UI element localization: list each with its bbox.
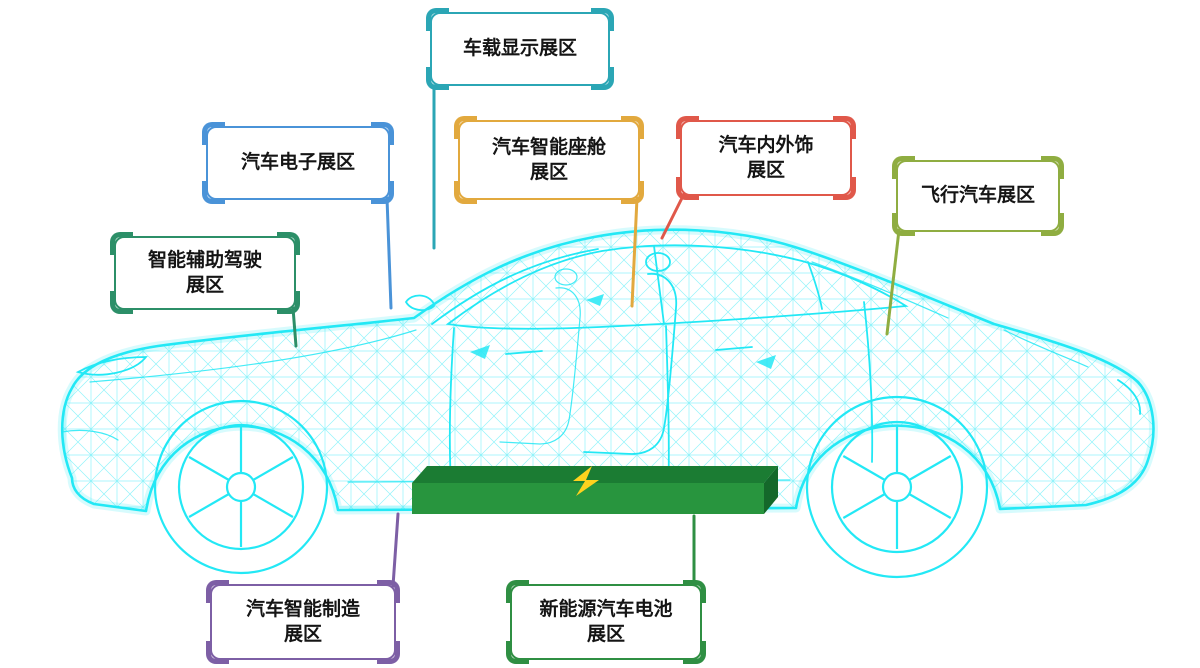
- zone-label-text: 新能源汽车电池: [539, 597, 673, 620]
- car-wireframe: [61, 230, 1153, 579]
- zone-label-nev-battery: 新能源汽车电池 展区: [506, 580, 706, 664]
- zone-label-text: 汽车智能制造: [245, 597, 360, 620]
- zone-label-interior-exterior-trim: 汽车内外饰 展区: [676, 116, 856, 200]
- front-bumper-line: [61, 429, 119, 441]
- side-glass: [445, 244, 909, 330]
- zone-label-text: 展区: [529, 161, 568, 183]
- taillight: [1117, 379, 1141, 415]
- connector-interior-exterior-trim: [660, 192, 686, 240]
- rear-wheel: [805, 395, 989, 579]
- zone-label-text: 展区: [185, 274, 224, 296]
- zone-label-text: 车载显示展区: [462, 37, 577, 60]
- battery-front-face: [412, 483, 764, 514]
- connector-smart-cockpit: [630, 196, 639, 308]
- battery-side-face: [764, 466, 778, 514]
- side-mirror: [404, 294, 435, 311]
- c-pillar-line: [807, 261, 823, 310]
- connector-intelligent-assisted-driving: [291, 306, 298, 348]
- connector-flying-car: [885, 228, 901, 336]
- zone-label-text: 展区: [586, 623, 625, 645]
- seat-headrest: [645, 252, 671, 272]
- headlight: [75, 356, 148, 376]
- zone-label-text: 汽车内外饰: [718, 133, 814, 156]
- zone-label-smart-manufacturing: 汽车智能制造 展区: [206, 580, 400, 664]
- zone-label-text: 智能辅助驾驶: [147, 248, 262, 271]
- door-handle: [505, 350, 543, 355]
- door-handle: [715, 346, 753, 351]
- car-seats: [499, 252, 678, 455]
- decor-arrow-icon: [756, 355, 776, 369]
- rear-window-line: [811, 261, 949, 319]
- zone-label-vehicle-display: 车载显示展区: [426, 8, 614, 90]
- seat-headrest: [554, 268, 578, 286]
- zone-label-flying-car: 飞行汽车展区: [892, 156, 1064, 236]
- seat-outline: [583, 273, 678, 455]
- windshield-line: [431, 248, 599, 325]
- zone-label-text: 汽车智能座舱: [491, 135, 606, 158]
- decor-arrow-icon: [470, 345, 490, 359]
- zone-label-text: 展区: [746, 159, 785, 181]
- b-pillar-line: [653, 245, 665, 325]
- zone-label-automotive-electronics: 汽车电子展区: [202, 122, 394, 204]
- zone-label-text: 汽车电子展区: [240, 151, 355, 174]
- connector-smart-manufacturing: [391, 512, 400, 588]
- battery: [412, 466, 778, 514]
- hood-crease-line: [89, 329, 417, 383]
- trunk-seam-line: [1003, 329, 1089, 368]
- zone-label-intelligent-assisted-driving: 智能辅助驾驶 展区: [110, 232, 300, 314]
- zone-label-smart-cockpit: 汽车智能座舱 展区: [454, 116, 644, 204]
- decor-arrow-icon: [586, 294, 604, 306]
- battery-top-face: [412, 466, 778, 483]
- car-body-details: [61, 244, 1141, 505]
- zone-label-text: 飞行汽车展区: [920, 184, 1035, 207]
- connector-automotive-electronics: [385, 196, 393, 310]
- connector-lines: [291, 84, 901, 588]
- body-detail-line: [863, 301, 874, 463]
- front-wheel: [153, 399, 329, 575]
- seat-outline: [499, 287, 581, 445]
- lightning-bolt-icon: [573, 466, 599, 496]
- zone-label-text: 展区: [283, 623, 322, 645]
